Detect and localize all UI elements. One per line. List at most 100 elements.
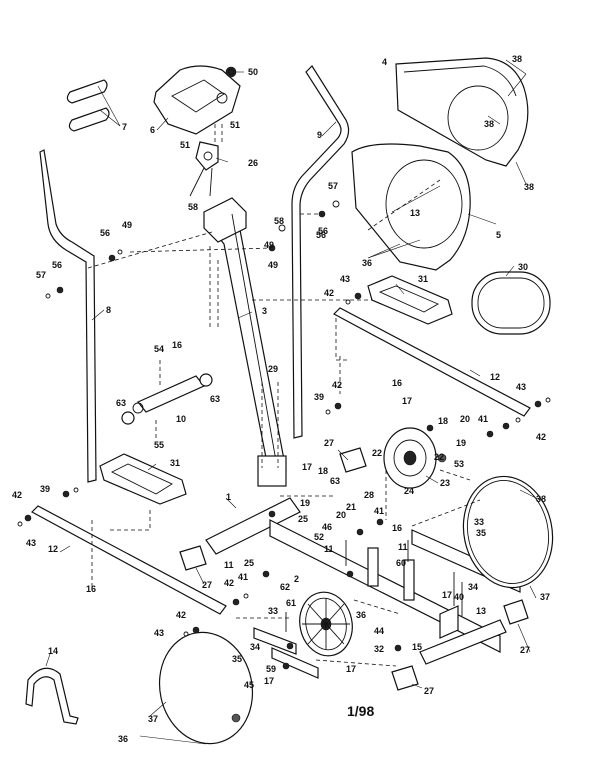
callout-label: 2 [294, 574, 299, 584]
callout-label: 58 [274, 216, 284, 226]
callout-label: 27 [424, 686, 434, 696]
callout-label: 28 [364, 490, 374, 500]
callout-label: 31 [170, 458, 180, 468]
callout-label: 4 [382, 57, 387, 67]
callout-label: 10 [176, 414, 186, 424]
callout-label: 57 [36, 270, 46, 280]
console-bracket-part [189, 124, 223, 197]
callout-label: 49 [122, 220, 132, 230]
callout-label: 42 [324, 288, 334, 298]
callout-label: 51 [180, 140, 190, 150]
callout-label: 25 [298, 514, 308, 524]
callout-label: 49 [268, 260, 278, 270]
console-part [153, 65, 241, 135]
drive-belt-part [471, 271, 551, 335]
callout-label: 43 [26, 538, 36, 548]
callout-label: 17 [346, 664, 356, 674]
callout-label: 11 [324, 544, 334, 554]
callout-label: 34 [468, 582, 478, 592]
callout-label: 39 [40, 484, 50, 494]
callout-label: 12 [48, 544, 58, 554]
callout-label: 13 [410, 208, 420, 218]
callout-label: 16 [392, 378, 402, 388]
callout-label: 26 [248, 158, 258, 168]
callout-label: 29 [268, 364, 278, 374]
callout-label: 36 [362, 258, 372, 268]
callout-label: 51 [230, 120, 240, 130]
callout-label: 34 [250, 642, 260, 652]
callout-label: 53 [454, 459, 464, 469]
callout-label: 43 [340, 274, 350, 284]
leader-lines [45, 59, 541, 745]
callout-label: 18 [438, 416, 448, 426]
revision-date: 1/98 [347, 703, 374, 719]
callout-label: 41 [238, 572, 248, 582]
drive-pulley-part [383, 427, 447, 489]
callout-label: 8 [106, 305, 111, 315]
chain-cover-5-part [351, 143, 471, 271]
callout-label: 41 [478, 414, 488, 424]
pivot-axle-part [121, 373, 213, 425]
callout-label: 22 [372, 448, 382, 458]
callout-label: 3 [262, 306, 267, 316]
assembly-guide-lines [87, 179, 481, 667]
callout-label: 20 [460, 414, 470, 424]
left-pedal-part [99, 453, 187, 505]
callout-label: 36 [356, 610, 366, 620]
callout-label: 17 [402, 396, 412, 406]
callout-label: 57 [328, 181, 338, 191]
callout-label: 46 [322, 522, 332, 532]
callout-label: 41 [374, 506, 384, 516]
callout-label: 7 [122, 122, 127, 132]
callout-label: 63 [116, 398, 126, 408]
callout-label: 56 [318, 226, 328, 236]
callout-label: 62 [280, 582, 290, 592]
callout-label: 63 [330, 476, 340, 486]
callout-label: 31 [418, 274, 428, 284]
callout-label: 38 [484, 119, 494, 129]
callout-label: 63 [210, 394, 220, 404]
callout-label: 54 [154, 344, 164, 354]
callout-label: 37 [148, 714, 158, 724]
callout-label: 21 [346, 502, 356, 512]
callout-label: 42 [176, 610, 186, 620]
callout-label: 43 [516, 382, 526, 392]
callout-label: 44 [374, 626, 384, 636]
callout-label: 56 [100, 228, 110, 238]
callout-label: 18 [318, 466, 328, 476]
callout-label: 9 [317, 130, 322, 140]
right-side-disc-part [462, 475, 554, 589]
callout-label: 15 [412, 642, 422, 652]
flywheel-part [299, 591, 353, 657]
callout-label: 61 [286, 598, 296, 608]
right-handlebar-part [291, 65, 350, 439]
left-pedal-arm-part [31, 505, 227, 615]
left-handlebar-part [39, 149, 97, 483]
callout-label: 35 [232, 654, 242, 664]
callout-label: 1 [226, 492, 231, 502]
callout-label: 43 [154, 628, 164, 638]
stabilizer-clip-part [25, 667, 79, 725]
callout-label: 20 [336, 510, 346, 520]
callout-label: 13 [476, 606, 486, 616]
callout-label: 49 [264, 240, 274, 250]
callout-label: 39 [314, 392, 324, 402]
callout-label: 24 [404, 486, 414, 496]
brake-bracket-part [253, 605, 459, 679]
end-caps-part [179, 447, 529, 691]
callout-label: 38 [512, 54, 522, 64]
callout-label: 14 [48, 646, 58, 656]
callout-label: 52 [314, 532, 324, 542]
left-side-disc-part [158, 631, 254, 745]
callout-label: 27 [324, 438, 334, 448]
right-pedal-arm-part [333, 307, 531, 417]
callout-labels: 50 6 7 51 26 51 58 9 57 56 4 38 13 38 38… [12, 54, 550, 744]
callout-label: 37 [540, 592, 550, 602]
callout-label: 17 [264, 676, 274, 686]
callout-label: 56 [52, 260, 62, 270]
callout-label: 42 [224, 578, 234, 588]
callout-label: 27 [202, 580, 212, 590]
chain-cover-4-part [395, 57, 529, 167]
callout-label: 23 [440, 478, 450, 488]
callout-label: 35 [476, 528, 486, 538]
